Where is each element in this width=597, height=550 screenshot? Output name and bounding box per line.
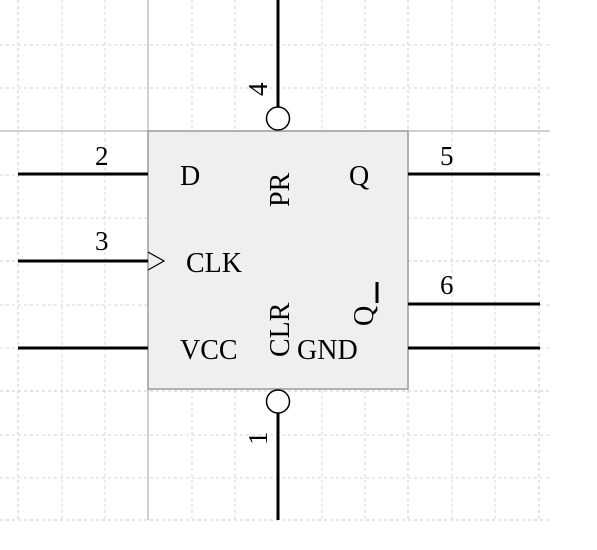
pin-name-d: D — [180, 161, 200, 192]
pin-name-clk: CLK — [186, 248, 242, 279]
pin-name-gnd: GND — [297, 335, 358, 366]
pin-number-d: 2 — [95, 141, 109, 171]
pr-inversion-bubble — [265, 106, 291, 131]
pin-number-pr: 4 — [243, 82, 273, 96]
pin-name-q: Q — [349, 161, 369, 192]
pin-name-pr: PR — [265, 172, 296, 207]
pin-name-clr: CLR — [265, 302, 296, 357]
pin-name-q-bar: Q — [349, 306, 380, 326]
clock-edge-indicator — [147, 251, 166, 271]
clr-inversion-bubble — [265, 389, 291, 414]
pin-number-clr: 1 — [243, 432, 273, 446]
pin-number-clk: 3 — [95, 226, 109, 256]
pin-name-vcc: VCC — [180, 335, 238, 366]
pin-wires — [18, 0, 540, 520]
pin-number-q: 5 — [440, 141, 454, 171]
pin-number-q-bar: 6 — [440, 270, 454, 300]
